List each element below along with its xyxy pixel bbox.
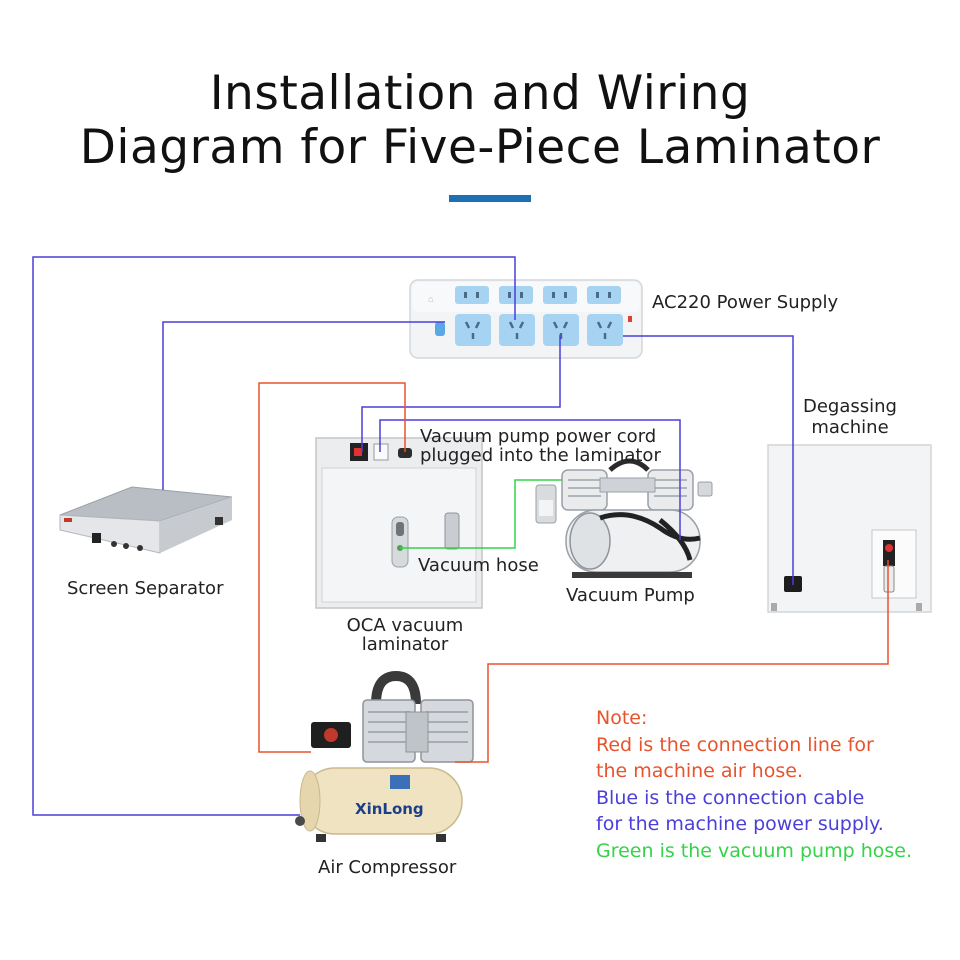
note-green-line: Green is the vacuum pump hose. bbox=[596, 839, 912, 862]
note-blue-line-1: Blue is the connection cable bbox=[596, 786, 865, 809]
vacuum-hose-label: Vacuum hose bbox=[418, 555, 539, 576]
screen-separator-machine bbox=[59, 486, 233, 554]
note-heading: Note: bbox=[596, 707, 648, 729]
legend-note: Note: Red is the connection line for the… bbox=[596, 705, 912, 864]
note-red-line-1: Red is the connection line for bbox=[596, 733, 874, 756]
power-supply-label: AC220 Power Supply bbox=[652, 292, 839, 313]
oca-laminator-label-1: OCA vacuum bbox=[346, 615, 464, 636]
oca-laminator-label-2: laminator bbox=[361, 634, 449, 655]
vacuum-pump-label: Vacuum Pump bbox=[566, 585, 695, 606]
vacuum-cord-label-1: Vacuum pump power cord bbox=[420, 426, 657, 447]
title-underline bbox=[449, 195, 531, 202]
air-compressor-label: Air Compressor bbox=[318, 857, 457, 878]
power-strip: ⌂ bbox=[409, 279, 643, 359]
degassing-machine bbox=[767, 444, 932, 613]
vacuum-pump bbox=[535, 458, 713, 578]
screen-separator-label: Screen Separator bbox=[67, 578, 224, 599]
svg-text:⌂: ⌂ bbox=[428, 294, 433, 304]
page-title-line-2: Diagram for Five-Piece Laminator bbox=[79, 120, 881, 175]
degassing-machine-label-2: machine bbox=[811, 417, 889, 438]
vacuum-hose-line bbox=[400, 479, 562, 549]
air-compressor bbox=[295, 670, 474, 842]
oca-vacuum-laminator bbox=[315, 437, 483, 609]
vacuum-cord-label-2: plugged into the laminator bbox=[420, 445, 661, 466]
air-hose-lines bbox=[258, 382, 889, 763]
note-red-line-2: the machine air hose. bbox=[596, 760, 803, 782]
degassing-machine-label-1: Degassing bbox=[803, 396, 897, 417]
page-title-line-1: Installation and Wiring bbox=[209, 66, 751, 121]
note-blue-line-2: for the machine power supply. bbox=[596, 813, 884, 835]
power-cable-lines bbox=[32, 256, 794, 816]
compressor-brand-logo: XinLong bbox=[355, 800, 424, 818]
